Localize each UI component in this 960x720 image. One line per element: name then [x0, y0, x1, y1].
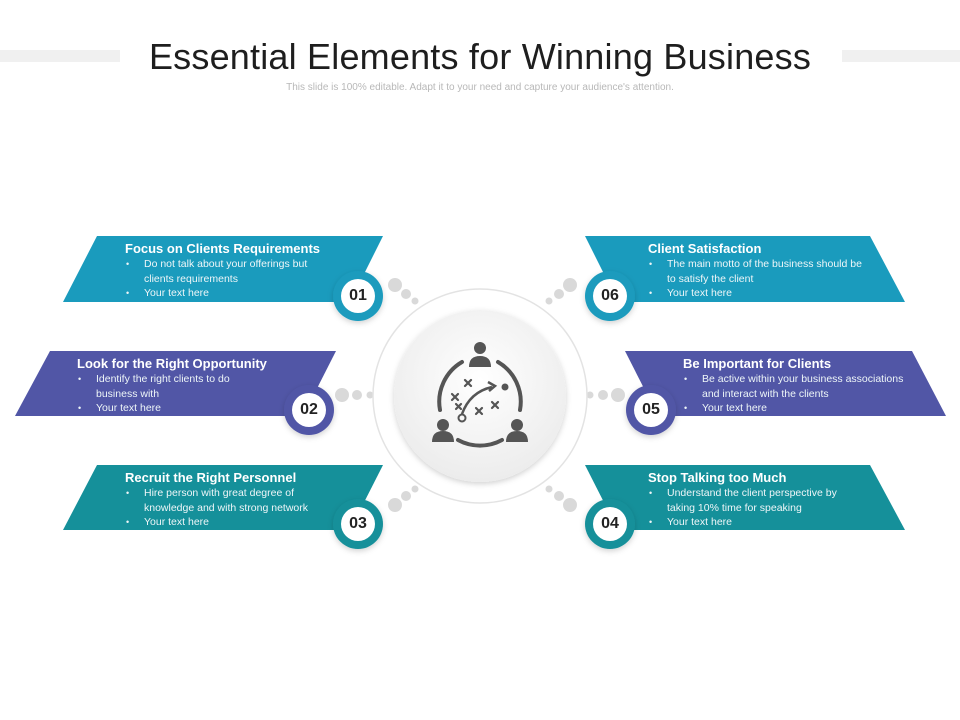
bullet-list: Hire person with great degree of knowled… [125, 486, 330, 530]
step-number-03: 03 [341, 507, 375, 541]
dot [611, 388, 625, 402]
step-number-04: 04 [593, 507, 627, 541]
bullet-item: Hire person with great degree of knowled… [125, 486, 330, 515]
slide-title: Essential Elements for Winning Business [148, 36, 812, 77]
step-number-05: 05 [634, 393, 668, 427]
step-number-02: 02 [292, 393, 326, 427]
dot [545, 485, 553, 493]
center-inner-disc [394, 310, 566, 482]
card-01: Focus on Clients Requirements Do not tal… [125, 241, 330, 301]
dot [388, 278, 402, 292]
bullet-item: Your text here [648, 515, 858, 530]
card-title: Be Important for Clients [683, 356, 832, 371]
dot [545, 297, 553, 305]
bullet-item: Be active within your business associati… [683, 372, 913, 401]
dot [554, 289, 564, 299]
dot [563, 278, 577, 292]
header-bar-left [0, 50, 120, 62]
card-03: Recruit the Right Personnel Hire person … [125, 470, 330, 530]
card-05: Be Important for Clients Be active withi… [683, 356, 913, 416]
dot [388, 498, 402, 512]
dot [586, 391, 594, 399]
bullet-item: Your text here [125, 286, 330, 301]
dot [335, 388, 349, 402]
bullet-list: The main motto of the business should be… [648, 257, 863, 301]
bullet-item: Your text here [125, 515, 330, 530]
card-title: Recruit the Right Personnel [125, 470, 297, 485]
card-title: Client Satisfaction [648, 241, 762, 256]
bullet-item: The main motto of the business should be… [648, 257, 863, 286]
bullet-list: Understand the client perspective by tak… [648, 486, 858, 530]
card-title: Stop Talking too Much [648, 470, 787, 485]
bullet-list: Do not talk about your offerings but cli… [125, 257, 330, 301]
dot [401, 289, 411, 299]
step-number-01: 01 [341, 279, 375, 313]
connector-dots [335, 278, 625, 512]
bullet-item: Understand the client perspective by tak… [648, 486, 858, 515]
card-06: Client Satisfaction The main motto of th… [648, 241, 863, 301]
bullet-list: Identify the right clients to do busines… [77, 372, 267, 416]
step-number-06: 06 [593, 279, 627, 313]
bullet-item: Your text here [77, 401, 267, 416]
bullet-list: Be active within your business associati… [683, 372, 913, 416]
card-04: Stop Talking too Much Understand the cli… [648, 470, 858, 530]
dot [554, 491, 564, 501]
dot [563, 498, 577, 512]
card-02: Look for the Right Opportunity Identify … [77, 356, 267, 416]
bullet-item: Identify the right clients to do busines… [77, 372, 267, 401]
header-bar-right [842, 50, 960, 62]
bullet-item: Your text here [648, 286, 863, 301]
card-title: Focus on Clients Requirements [125, 241, 321, 256]
dot [352, 390, 362, 400]
dot [598, 390, 608, 400]
dot [401, 491, 411, 501]
bullet-item: Your text here [683, 401, 913, 416]
strategy-team-icon [432, 342, 528, 448]
slide-subtitle: This slide is 100% editable. Adapt it to… [286, 82, 674, 93]
bullet-item: Do not talk about your offerings but cli… [125, 257, 330, 286]
card-title: Look for the Right Opportunity [77, 356, 267, 371]
dot [411, 485, 419, 493]
dot [366, 391, 374, 399]
dot [411, 297, 419, 305]
